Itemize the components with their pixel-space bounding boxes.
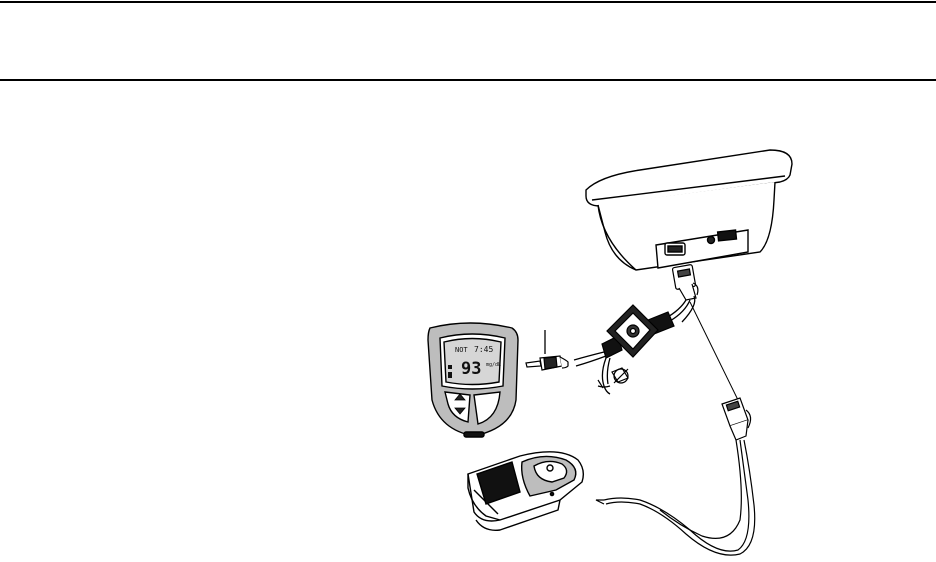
- pc-dongle-icon: [468, 452, 583, 530]
- serial-connector-lower-icon: [722, 398, 751, 440]
- serial-connector-icon: [672, 264, 698, 300]
- cradle-base-icon: [586, 150, 792, 270]
- audio-plug-icon: [526, 330, 568, 370]
- blood-glucose-meter-icon: [428, 323, 518, 437]
- dongle-cable: [596, 440, 755, 555]
- lcd-status-text: NOT: [455, 346, 468, 354]
- lcd-reading-text: 93: [461, 359, 481, 379]
- lcd-time-text: 7:45: [474, 345, 493, 354]
- connection-guide-line: [690, 302, 738, 400]
- lcd-unit-text: mg/dL: [486, 362, 501, 368]
- cable-adapter-icon: [602, 305, 674, 358]
